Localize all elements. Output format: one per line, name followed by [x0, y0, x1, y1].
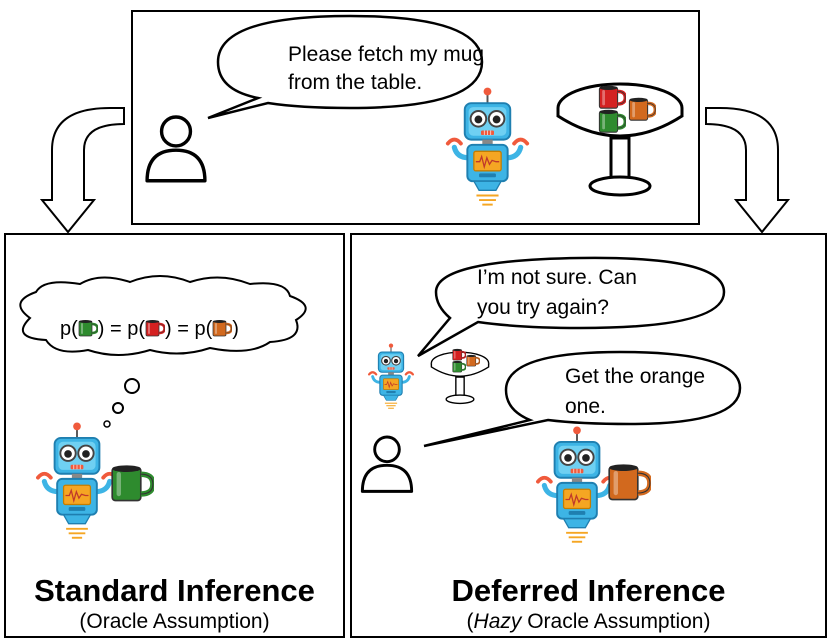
deferred-inference-title: Deferred Inference [451, 573, 726, 608]
human-icon [360, 435, 414, 493]
orange-mug-small-icon [466, 354, 480, 367]
robot-speech-line-2: you try again? [477, 296, 609, 319]
thought-suffix: ) [232, 318, 239, 340]
thought-prefix: p( [60, 318, 78, 340]
standard-inference-title: Standard Inference [34, 573, 315, 608]
subtitle-open: ( [466, 610, 474, 633]
top-speech-line-1: Please fetch my mug [288, 43, 485, 66]
thought-sep-2: ) = p( [165, 318, 213, 340]
orange-mug-held-icon [607, 462, 651, 502]
subtitle-rest: Oracle Assumption) [521, 610, 711, 633]
top-speech-line-2: from the table. [288, 71, 423, 94]
standard-inference-subtitle: (Oracle Assumption) [79, 610, 270, 633]
green-mug-small-icon [452, 360, 466, 373]
robot-speech-line-1: I’m not sure. Can [477, 266, 637, 289]
human-speech-line-1: Get the orange [565, 365, 706, 388]
thought-sep-1: ) = p( [97, 318, 146, 340]
thought-probability-text: p( ) = p( ) = p() [60, 318, 239, 341]
deferred-inference-subtitle: (Hazy Oracle Assumption) [350, 610, 827, 634]
subtitle-italic: Hazy [473, 610, 522, 633]
robot-small-icon [367, 342, 415, 411]
human-speech-line-2: one. [565, 395, 606, 418]
